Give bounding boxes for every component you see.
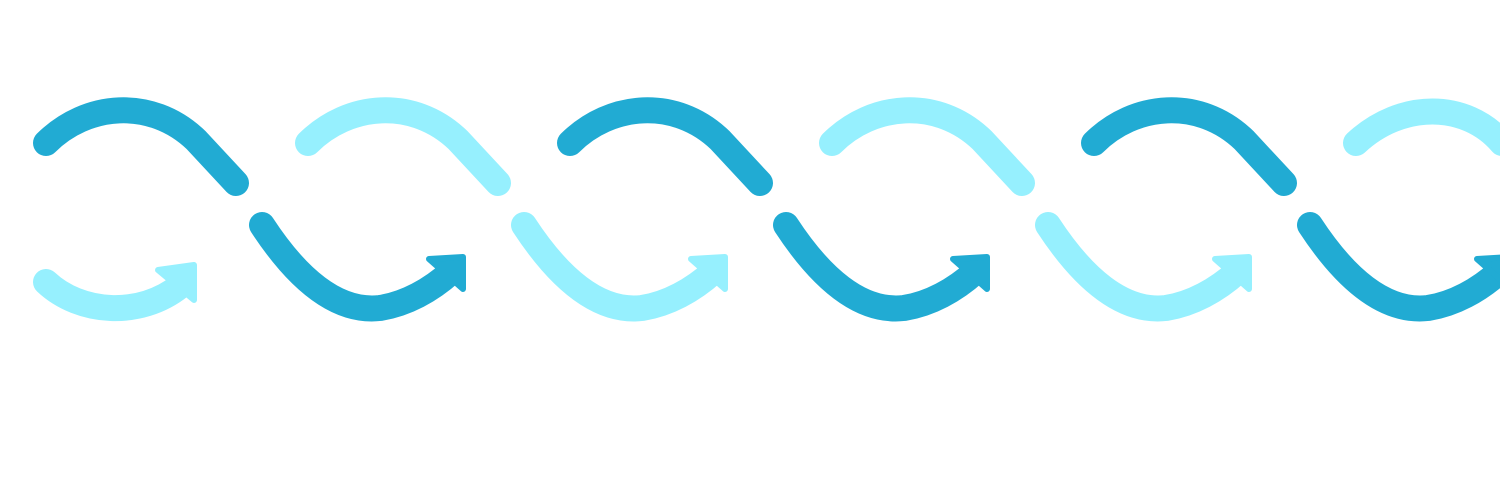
strand-descending-1 bbox=[249, 212, 464, 322]
strand-segment-4 bbox=[819, 97, 1252, 322]
arrowhead-icon bbox=[426, 254, 466, 292]
strand-lead-arc bbox=[33, 269, 193, 322]
strand-segment-1 bbox=[33, 97, 466, 322]
strand-segment-3 bbox=[557, 97, 990, 322]
strand-upper-3 bbox=[557, 97, 773, 196]
arrowhead-icon bbox=[950, 254, 990, 292]
strand-upper-6 bbox=[1343, 98, 1500, 156]
strand-upper-5 bbox=[1081, 97, 1297, 196]
strand-segment-5 bbox=[1081, 97, 1500, 322]
strand-upper-1 bbox=[33, 97, 249, 196]
strand-descending-3 bbox=[773, 212, 988, 322]
strand-upper-4 bbox=[819, 97, 1035, 196]
arrowhead-icon bbox=[1474, 254, 1500, 284]
strand-descending-2 bbox=[511, 212, 726, 322]
strand-lead-lower bbox=[33, 262, 197, 322]
arrowhead-icon bbox=[688, 254, 728, 292]
strand-segment-6 bbox=[1343, 98, 1500, 156]
strand-descending-4 bbox=[1035, 212, 1250, 322]
strand-segment-2 bbox=[295, 97, 728, 322]
arrowhead-icon bbox=[1212, 254, 1252, 292]
strand-descending-5 bbox=[1297, 212, 1500, 322]
strand-upper-2 bbox=[295, 97, 511, 196]
arrowhead-icon bbox=[155, 262, 197, 303]
